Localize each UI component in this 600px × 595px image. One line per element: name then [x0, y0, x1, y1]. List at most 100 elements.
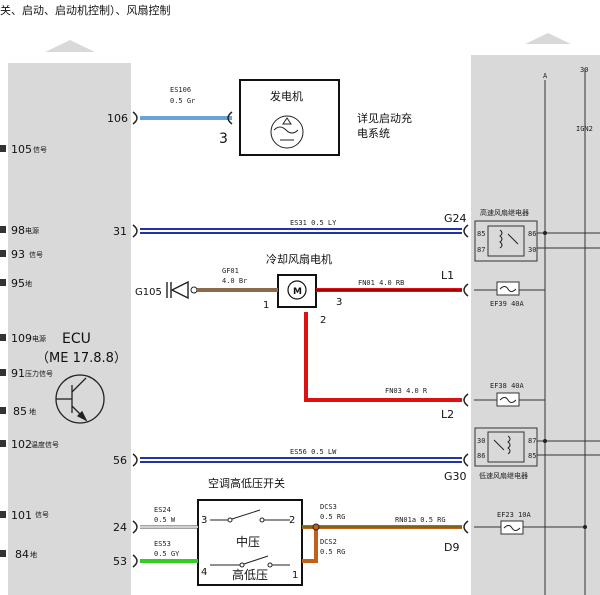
ecu-pin-105: 105 [11, 143, 32, 156]
connector-g30 [463, 453, 469, 467]
connector-24 [132, 520, 138, 534]
ground-terminal [190, 286, 198, 294]
switch-contact-icon [210, 509, 290, 568]
relay-box-arrow [525, 33, 571, 44]
ground-label: G105 [135, 287, 162, 298]
connector-g30-label: G30 [444, 470, 467, 483]
connector-l2 [463, 393, 469, 407]
ecu-model: （ME 17.8.8） [36, 351, 127, 366]
fuse-ef23-label: EF23 10A [497, 511, 532, 519]
ign2-label: IGN2 [576, 125, 593, 133]
ac-switch-hl: 高低压 [232, 567, 268, 582]
ecu-pin-84: 84 [15, 548, 29, 561]
ac-switch-box [197, 499, 303, 586]
relay-coil-icon [499, 229, 519, 249]
connector-g24 [463, 224, 469, 238]
ecu-pin-93: 93 [11, 248, 25, 261]
connector-d9-label: D9 [444, 541, 459, 554]
ac-switch-title: 空调高低压开关 [208, 476, 285, 490]
generator-box [239, 79, 340, 156]
ecu-pin-95: 95 [11, 277, 25, 290]
high-relay-pin-30: 30 [528, 246, 536, 254]
ecu-pin-91-label: 压力信号 [25, 369, 53, 378]
ecu-pin-53: 53 [113, 555, 127, 568]
generator-pin: 3 [219, 131, 228, 147]
motor-symbol: M [293, 287, 302, 297]
connector-31 [132, 224, 138, 238]
fuse-ef39-label: EF39 40A [490, 300, 525, 308]
ecu-pin-98-label: 电源 [25, 226, 39, 235]
connector-106 [132, 111, 138, 125]
motor-icon [287, 280, 307, 300]
low-relay-node [543, 439, 547, 443]
wire-es53-code: ES53 [154, 540, 171, 548]
ac-switch-pin4: 4 [201, 567, 207, 578]
low-relay-pin-30: 30 [477, 437, 485, 445]
wire-dcs2 [302, 527, 318, 563]
fan-motor-title: 冷却风扇电机 [266, 252, 332, 266]
low-relay-box [487, 431, 525, 463]
ecu-left-pins: 105 信号 98 电源 93 信号 95 地 109 电源 91 压力信号 8… [0, 143, 59, 561]
low-relay-pin-87: 87 [528, 437, 536, 445]
connector-l2-label: L2 [441, 408, 454, 421]
wire-fn01-label: FN01 4.0 RB [358, 279, 404, 287]
ecu-pin-101: 101 [11, 509, 32, 522]
relay-coil-icon-low [493, 435, 511, 455]
ecu-pin-102: 102 [11, 438, 32, 451]
connector-l1 [463, 283, 469, 297]
fan-motor-pin3: 3 [336, 297, 342, 308]
ecu-pin-101-label: 信号 [35, 510, 49, 519]
ecu-pin-102-label: 温度信号 [31, 440, 59, 449]
wire-es24-spec: 0.5 W [154, 516, 176, 524]
ground-icon [166, 280, 189, 300]
low-relay-outline [474, 427, 538, 467]
fuse-ef38-label: EF38 40A [490, 382, 525, 390]
fan-motor-pin2: 2 [320, 315, 326, 326]
wire-dcs2-code: DCS2 [320, 538, 337, 546]
fuse-ef23-icon [503, 525, 521, 531]
high-relay-pin-85: 85 [477, 230, 485, 238]
connector-53 [132, 554, 138, 568]
ecu-pin-91: 91 [11, 367, 25, 380]
connector-gen [227, 111, 233, 125]
high-relay-outline [474, 220, 538, 262]
wire-rn01a-label: RN01a 0.5 RG [395, 516, 446, 524]
ecu-pin-85: 85 [13, 405, 27, 418]
ecu-pin-31: 31 [113, 225, 127, 238]
ecu-name: ECU [62, 331, 91, 347]
splice-point [312, 523, 320, 531]
ecu-pin-84-label: 地 [30, 550, 37, 559]
connector-56 [132, 453, 138, 467]
page-title: 关、启动、启动机控制）、风扇控制 [0, 3, 171, 17]
high-relay-pin-87: 87 [477, 246, 485, 254]
generator-note-1: 详见启动充 [357, 111, 412, 125]
transistor-icon [55, 374, 105, 424]
generator-note-2: 电系统 [357, 127, 390, 140]
generator-icon [270, 115, 304, 149]
ecu-pin-85-label: 地 [29, 407, 36, 416]
connector-d9 [463, 520, 469, 534]
low-relay-pin-85: 85 [528, 452, 536, 460]
connector-l1-label: L1 [441, 269, 454, 282]
ecu-pin-93-label: 信号 [29, 250, 43, 259]
wire-es53-spec: 0.5 GY [154, 550, 180, 558]
high-relay-label: 高速风扇继电器 [480, 208, 529, 217]
ecu-pin-56: 56 [113, 454, 127, 467]
wire-dcs3-spec: 0.5 RG [320, 513, 345, 521]
wire-es106-spec: 0.5 Gr [170, 97, 195, 105]
ecu-pin-105-label: 信号 [33, 145, 47, 154]
wire-es56-label: ES56 0.5 LW [290, 448, 337, 456]
high-relay-box [487, 225, 525, 257]
ecu-panel [8, 63, 131, 595]
high-relay-node [543, 231, 547, 235]
wire-dcs2-spec: 0.5 RG [320, 548, 345, 556]
wire-fn03 [304, 312, 462, 402]
ecu-pin-109: 109 [11, 332, 32, 345]
wire-fn03-label: FN03 4.0 R [385, 387, 428, 395]
wire-es31-label: ES31 0.5 LY [290, 219, 337, 227]
ecu-pin-109-label: 电源 [32, 334, 46, 343]
ecu-pin-95-label: 地 [25, 279, 32, 288]
bus-30-label: 30 [580, 66, 588, 74]
bus-a-label: A [543, 72, 548, 80]
ac-switch-mid: 中压 [236, 534, 260, 549]
